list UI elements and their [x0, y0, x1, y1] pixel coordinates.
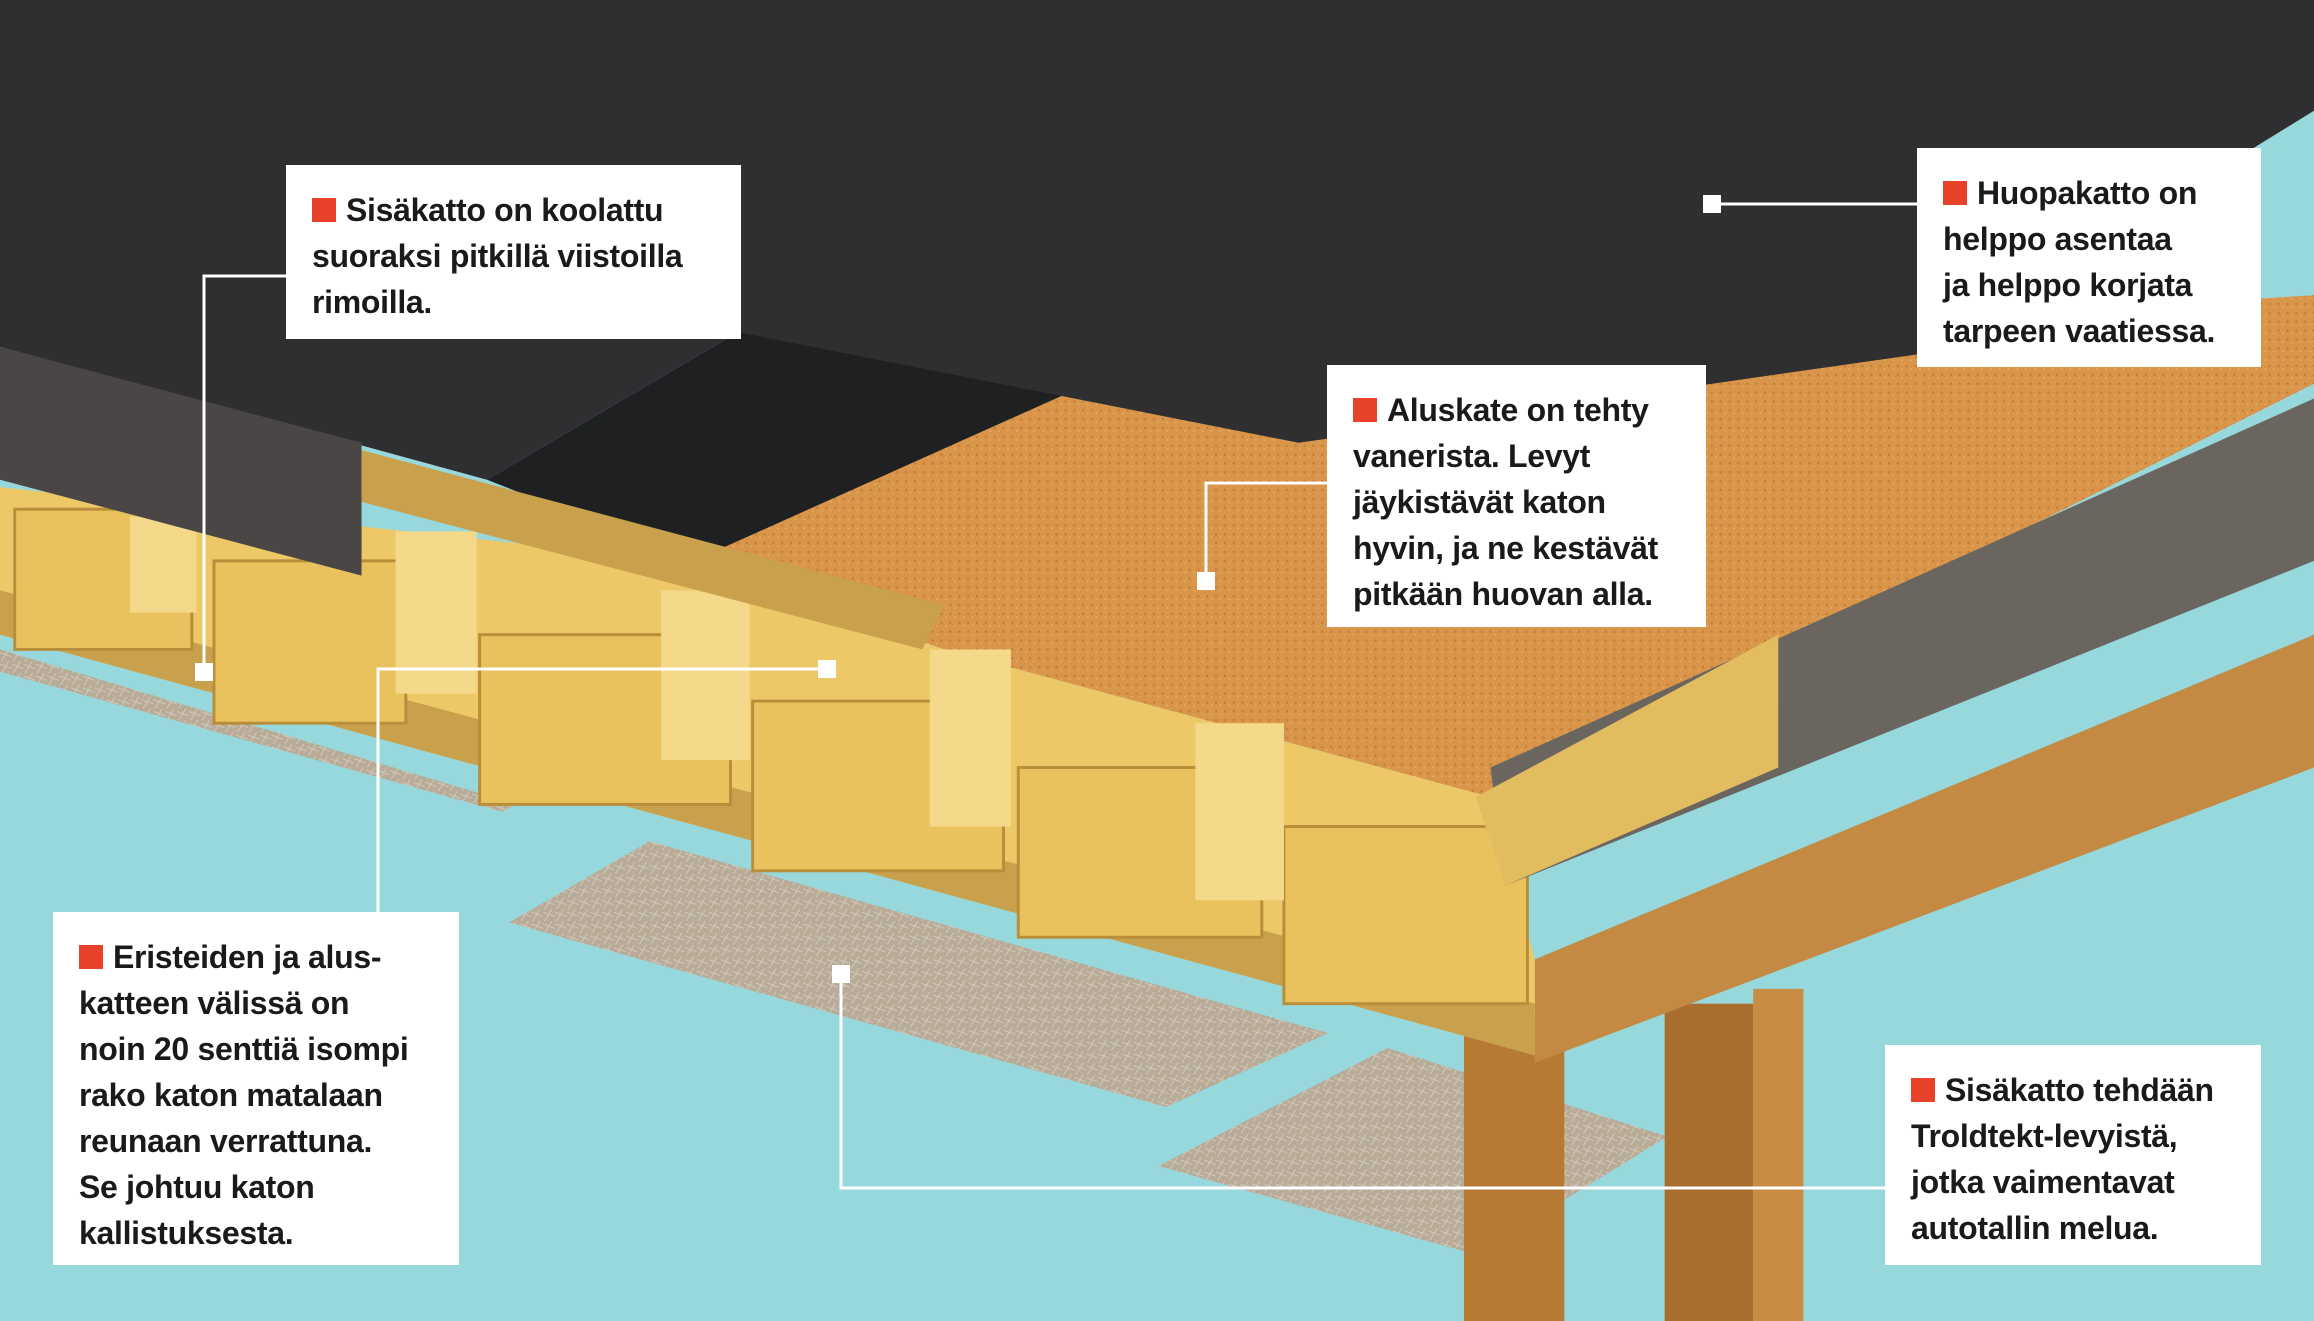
bullet-icon — [1943, 181, 1967, 205]
callout-text: ja helppo korjata — [1943, 267, 2193, 303]
bullet-icon — [1353, 398, 1377, 422]
callout-text: Sisäkatto on koolattu — [346, 192, 664, 228]
callout-felt-roof: Huopakatto on helppo asentaa ja helppo k… — [1917, 148, 2261, 367]
bullet-icon — [1911, 1078, 1935, 1102]
callout-text: katteen välissä on — [79, 985, 350, 1021]
edge-batten — [361, 450, 945, 650]
callout-text: vanerista. Levyt — [1353, 438, 1591, 474]
callout-text: Sisäkatto tehdään — [1945, 1072, 2214, 1108]
callout-inner-ceiling-battens: Sisäkatto on koolattu suoraksi pitkillä … — [286, 165, 741, 339]
underlay-shadow — [487, 332, 1122, 561]
callout-text: helppo asentaa — [1943, 221, 2172, 257]
callout-text: Se johtuu katon — [79, 1169, 315, 1205]
callout-text: reunaan verrattuna. — [79, 1123, 373, 1159]
bullet-icon — [312, 198, 336, 222]
callout-text: Troldtekt-levyistä, — [1911, 1118, 2178, 1154]
right-edge-board — [1475, 634, 1779, 886]
post — [1753, 988, 1804, 1321]
callout-text: Eristeiden ja alus- — [113, 939, 382, 975]
callout-troldtekt-ceiling: Sisäkatto tehdään Troldtekt-levyistä, jo… — [1885, 1045, 2261, 1265]
callout-text: suoraksi pitkillä viistoilla — [312, 238, 683, 274]
callout-plywood-underlay: Aluskate on tehty vanerista. Levyt jäyki… — [1327, 365, 1706, 627]
post — [1664, 1003, 1754, 1321]
callout-text: rako katon matalaan — [79, 1077, 383, 1113]
bullet-icon — [79, 945, 103, 969]
callout-text: noin 20 senttiä isompi — [79, 1031, 409, 1067]
callout-text: hyvin, ja ne kestävät — [1353, 530, 1658, 566]
callout-text: Huopakatto on — [1977, 175, 2198, 211]
callout-text: jotka vaimentavat — [1911, 1164, 2175, 1200]
callout-text: tarpeen vaatiessa. — [1943, 313, 2216, 349]
callout-text: pitkään huovan alla. — [1353, 576, 1653, 612]
callout-text: jäykistävät katon — [1353, 484, 1606, 520]
post — [1463, 1033, 1565, 1321]
callout-text: autotallin melua. — [1911, 1210, 2159, 1246]
side-beam — [1534, 634, 2314, 1063]
callout-text: rimoilla. — [312, 284, 433, 320]
callout-insulation-gap: Eristeiden ja alus- katteen välissä on n… — [53, 912, 459, 1265]
callout-text: kallistuksesta. — [79, 1215, 294, 1251]
callout-text: Aluskate on tehty — [1387, 392, 1649, 428]
roofing-felt — [0, 0, 2314, 480]
troldtekt-panel — [1158, 1047, 1668, 1255]
